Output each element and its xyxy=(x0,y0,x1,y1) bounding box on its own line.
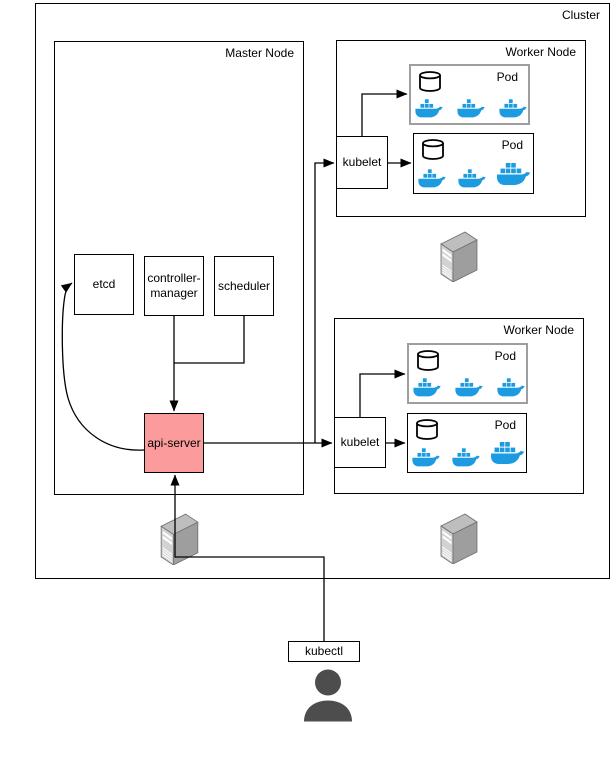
cluster-label: Cluster xyxy=(561,8,600,22)
controller-manager-node: controller-manager xyxy=(144,256,204,316)
docker-icon xyxy=(490,442,525,470)
master-node-label: Master Node xyxy=(225,46,294,60)
docker-icon xyxy=(413,378,441,400)
pod-label: Pod xyxy=(501,138,523,152)
docker-icon xyxy=(415,99,443,121)
kubectl-node: kubectl xyxy=(288,641,360,662)
docker-icon xyxy=(455,378,483,400)
api-server-node: api-server xyxy=(144,413,204,473)
kubelet-2: kubelet xyxy=(334,417,386,468)
pod-label: Pod xyxy=(494,418,516,432)
database-icon xyxy=(419,71,441,92)
docker-icon xyxy=(497,378,525,400)
server-icon xyxy=(440,231,478,282)
pod-label: Pod xyxy=(496,70,518,84)
pod-w2-1: Pod xyxy=(407,343,528,404)
docker-icon xyxy=(496,163,531,191)
database-icon xyxy=(422,139,444,160)
pod-w1-2: Pod xyxy=(413,133,534,194)
worker-node-1-label: Worker Node xyxy=(505,45,576,59)
docker-icon xyxy=(458,169,486,191)
pod-w1-1: Pod xyxy=(409,64,530,125)
database-icon xyxy=(416,419,438,440)
worker-node-2-label: Worker Node xyxy=(503,323,574,337)
server-icon xyxy=(440,513,478,564)
kubelet-1: kubelet xyxy=(336,136,388,189)
database-icon xyxy=(417,350,439,371)
docker-icon xyxy=(499,99,527,121)
docker-icon xyxy=(412,448,440,470)
pod-label: Pod xyxy=(494,349,516,363)
server-icon xyxy=(160,513,199,565)
etcd-node: etcd xyxy=(74,254,134,315)
scheduler-node: scheduler xyxy=(214,256,274,316)
docker-icon xyxy=(452,448,480,470)
user-icon xyxy=(304,669,352,722)
pod-w2-2: Pod xyxy=(407,413,527,473)
docker-icon xyxy=(418,169,446,191)
docker-icon xyxy=(457,99,485,121)
